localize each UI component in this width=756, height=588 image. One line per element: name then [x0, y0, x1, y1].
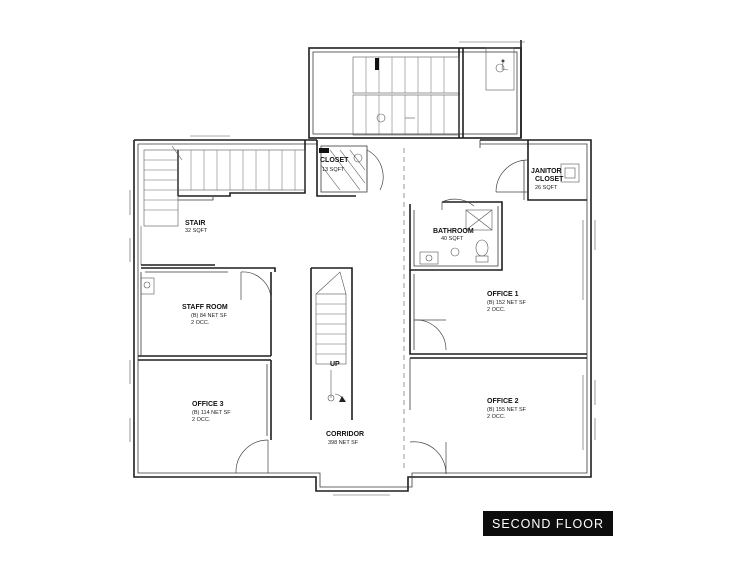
left-stair: [140, 140, 306, 266]
stair-area: 32 SQFT: [185, 228, 208, 234]
closet-area: 13 SQFT: [322, 167, 345, 173]
staff-room-occ: 2 OCC.: [191, 320, 210, 326]
office3-area: (B) 114 NET SF: [192, 410, 231, 416]
staff-room-name: STAFF ROOM: [182, 304, 228, 311]
wall-marker: [375, 58, 379, 70]
office1-name: OFFICE 1: [487, 291, 519, 298]
upper-stair-block: [308, 40, 525, 139]
floor-title: SECOND FLOOR: [491, 516, 604, 531]
office3-occ: 2 OCC.: [192, 417, 211, 423]
office-2: [409, 357, 587, 475]
office2-area: (B) 155 NET SF: [487, 407, 527, 413]
upper-stair-treads: [365, 57, 445, 135]
central-stair: [310, 148, 405, 470]
floor-title-badge: SECOND FLOOR: [483, 511, 613, 536]
building-outline: [129, 135, 596, 496]
janitor-area: 26 SQFT: [535, 185, 558, 191]
up-label: UP: [330, 361, 340, 368]
janitor-name-line2: CLOSET: [535, 176, 564, 183]
janitor-name-line1: JANITOR: [531, 168, 562, 175]
bathroom: [409, 198, 503, 271]
closet-name: CLOSET: [320, 157, 349, 164]
up-arrow-icon: [339, 396, 346, 402]
closet: [316, 140, 481, 197]
office-1: [409, 220, 587, 355]
office1-occ: 2 OCC.: [487, 307, 506, 313]
office3-name: OFFICE 3: [192, 401, 224, 408]
bathroom-name: BATHROOM: [433, 228, 474, 235]
office2-occ: 2 OCC.: [487, 414, 506, 420]
office1-area: (B) 152 NET SF: [487, 300, 527, 306]
bathroom-area: 40 SQFT: [441, 236, 464, 242]
corridor-name: CORRIDOR: [326, 431, 364, 438]
corridor-area: 398 NET SF: [328, 440, 359, 446]
janitor-closet: [495, 140, 587, 201]
staff-room: [138, 267, 276, 357]
wheelchair-icon: [495, 59, 509, 73]
office2-name: OFFICE 2: [487, 398, 519, 405]
staff-room-area: (B) 84 NET SF: [191, 313, 228, 319]
stair-name: STAIR: [185, 220, 205, 227]
office-3: [138, 359, 272, 474]
